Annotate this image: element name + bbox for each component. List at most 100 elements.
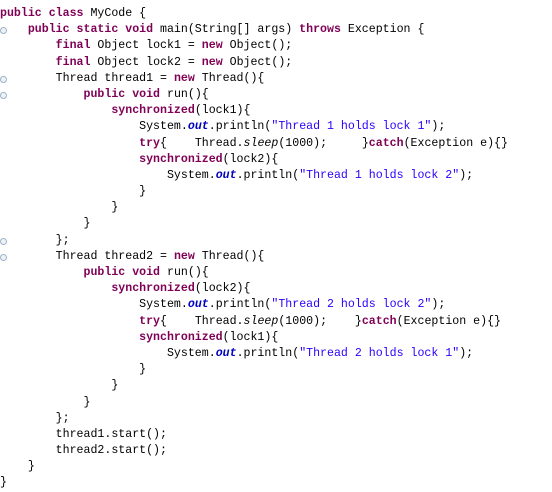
code-line: System.out.println("Thread 1 holds lock …: [0, 119, 508, 135]
code-token: System.: [0, 298, 188, 312]
code-token: Thread thread1 =: [0, 71, 174, 85]
code-token: (Exception e){}: [396, 314, 501, 328]
source-code[interactable]: public class MyCode { public static void…: [0, 6, 508, 492]
code-token: run(){: [160, 87, 209, 101]
fold-marker-icon[interactable]: [0, 254, 7, 261]
code-line: System.out.println("Thread 2 holds lock …: [0, 346, 508, 362]
fold-marker-icon[interactable]: [0, 27, 7, 34]
code-token: final: [0, 55, 91, 69]
code-line: public class MyCode {: [0, 6, 508, 22]
code-token: }: [0, 185, 147, 199]
code-line: Thread thread1 = new Thread(){: [0, 71, 508, 87]
code-token: .println(: [236, 168, 300, 182]
code-token: Exception {: [340, 23, 425, 37]
code-token: }: [0, 217, 91, 231]
code-token: (lock2){: [222, 152, 279, 166]
code-token: new: [201, 39, 223, 53]
code-token: (lock2){: [194, 282, 251, 296]
fold-marker-icon[interactable]: [0, 238, 7, 245]
code-line: try{ Thread.sleep(1000); }catch(Exceptio…: [0, 314, 508, 330]
code-token: System.: [0, 346, 216, 360]
code-token: "Thread 2 holds lock 2": [271, 298, 432, 312]
code-token: out: [187, 120, 209, 134]
code-token: Thread(){: [194, 249, 265, 263]
code-token: }: [0, 476, 7, 490]
code-line: synchronized(lock2){: [0, 281, 508, 297]
code-token: (lock1){: [194, 104, 251, 118]
code-token: );: [459, 168, 474, 182]
code-token: new: [173, 71, 195, 85]
code-token: };: [0, 233, 70, 247]
code-token: synchronized: [0, 104, 195, 118]
code-token: (1000); }: [278, 136, 369, 150]
code-token: thread2.start();: [0, 444, 167, 458]
fold-marker-icon[interactable]: [0, 76, 7, 83]
code-line: synchronized(lock2){: [0, 152, 508, 168]
code-token: }: [0, 201, 119, 215]
code-line: }: [0, 200, 508, 216]
code-token: "Thread 1 holds lock 2": [299, 168, 460, 182]
code-token: public void: [0, 266, 161, 279]
code-token: (Exception e){}: [403, 136, 508, 150]
code-token: .println(: [236, 346, 300, 360]
code-token: final: [0, 39, 91, 53]
code-token: Thread(){: [194, 71, 265, 85]
code-token: run(){: [160, 266, 209, 279]
fold-marker-icon[interactable]: [0, 92, 7, 99]
code-token: };: [0, 411, 70, 425]
code-token: Thread thread2 =: [0, 249, 174, 263]
code-token: Object lock2 =: [90, 55, 202, 69]
code-line: }: [0, 459, 508, 475]
code-line: final Object lock2 = new Object();: [0, 55, 508, 71]
code-token: MyCode {: [83, 7, 147, 20]
code-token: new: [201, 55, 223, 69]
code-token: out: [187, 298, 209, 312]
code-token: main(String[] args): [153, 23, 300, 37]
code-line: public void run(){: [0, 87, 508, 103]
code-token: out: [215, 346, 237, 360]
code-token: Object lock1 =: [90, 39, 202, 53]
code-token: catch: [368, 136, 404, 150]
code-line: }: [0, 362, 508, 378]
code-token: }: [0, 363, 147, 377]
code-token: synchronized: [0, 282, 195, 296]
code-line: }: [0, 378, 508, 394]
code-line: final Object lock1 = new Object();: [0, 38, 508, 54]
code-token: .println(: [208, 120, 272, 134]
code-token: { Thread.: [160, 314, 244, 328]
code-token: throws: [299, 23, 341, 37]
code-token: }: [0, 395, 91, 409]
code-token: "Thread 2 holds lock 1": [299, 346, 460, 360]
code-token: );: [459, 346, 474, 360]
code-token: sleep: [243, 314, 279, 328]
code-token: catch: [361, 314, 397, 328]
code-line: synchronized(lock1){: [0, 103, 508, 119]
code-token: public class: [0, 7, 84, 20]
code-token: (1000); }: [278, 314, 362, 328]
code-line: };: [0, 411, 508, 427]
code-token: public static void: [0, 23, 154, 37]
code-line: };: [0, 233, 508, 249]
code-line: synchronized(lock1){: [0, 330, 508, 346]
code-token: (lock1){: [222, 330, 279, 344]
code-line: public static void main(String[] args) t…: [0, 22, 508, 38]
code-token: new: [173, 249, 195, 263]
code-token: try: [0, 314, 161, 328]
code-line: System.out.println("Thread 1 holds lock …: [0, 168, 508, 184]
code-token: System.: [0, 168, 216, 182]
code-line: public void run(){: [0, 265, 508, 281]
code-token: System.: [0, 120, 188, 134]
code-token: }: [0, 379, 119, 393]
editor-gutter: [0, 0, 8, 467]
code-token: public void: [0, 87, 161, 101]
code-token: synchronized: [0, 330, 223, 344]
code-line: }: [0, 216, 508, 232]
code-token: { Thread.: [160, 136, 244, 150]
code-token: thread1.start();: [0, 427, 167, 441]
code-token: Object();: [222, 55, 293, 69]
code-token: try: [0, 136, 161, 150]
code-token: );: [431, 298, 446, 312]
code-line: thread2.start();: [0, 443, 508, 459]
code-token: synchronized: [0, 152, 223, 166]
